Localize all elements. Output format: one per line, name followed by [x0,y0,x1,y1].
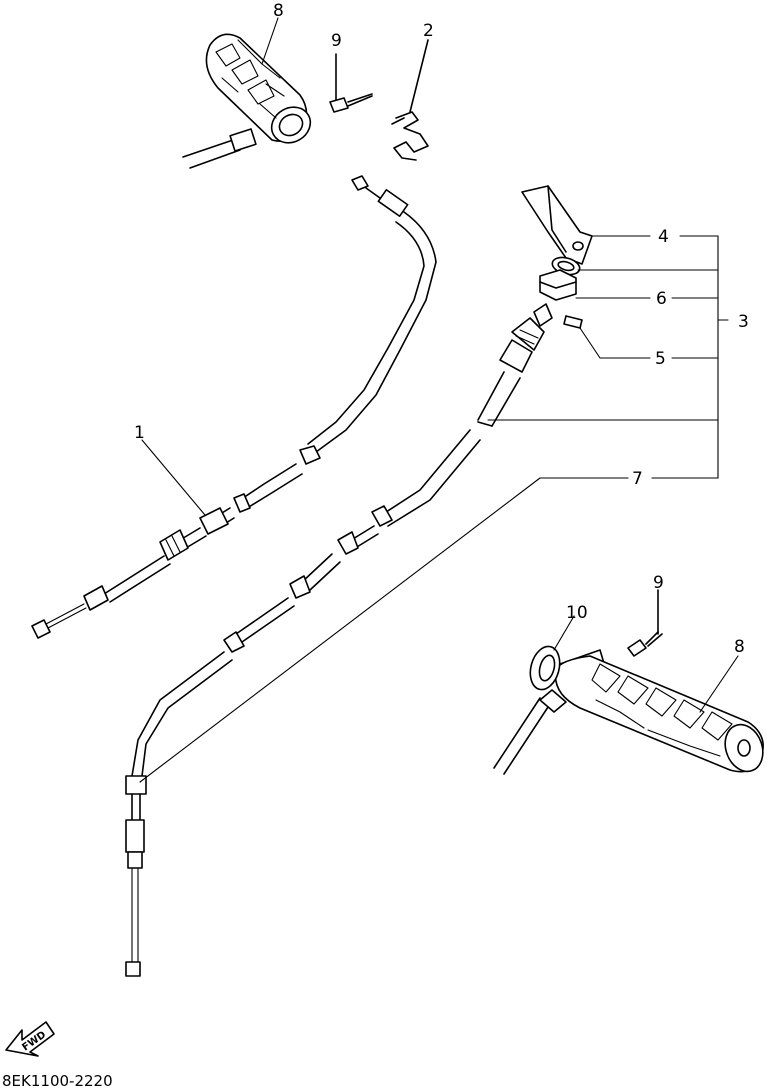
cable-part-1 [31,175,437,639]
callout-7: 7 [632,469,643,489]
screw-top [329,53,373,113]
screw-bottom [627,589,663,657]
callout-1: 1 [134,423,145,443]
washer-part-10 [529,645,561,691]
callout-9-bottom: 9 [653,573,664,593]
callout-10: 10 [566,603,588,623]
leader-lines [139,17,739,783]
callout-8-top: 8 [273,1,284,21]
clip-part-2 [391,39,429,161]
callout-5: 5 [655,349,666,369]
callout-6: 6 [656,289,667,309]
callout-4: 4 [658,227,669,247]
callout-3: 3 [738,312,749,332]
fwd-arrow-icon: FWD [5,1021,55,1057]
callout-8-bottom: 8 [734,637,745,657]
drawing-code: 8EK1100-2220 [2,1072,113,1090]
nut-part-6 [539,269,577,301]
pin-part-5 [563,315,583,329]
throttle-guide-part-4 [521,185,593,265]
callout-2: 2 [423,21,434,41]
cable-part-7-upper [477,303,553,427]
grip-top [182,33,312,169]
grip-bottom [493,649,764,775]
callout-9-top: 9 [331,31,342,51]
cable-part-7 [125,429,481,977]
